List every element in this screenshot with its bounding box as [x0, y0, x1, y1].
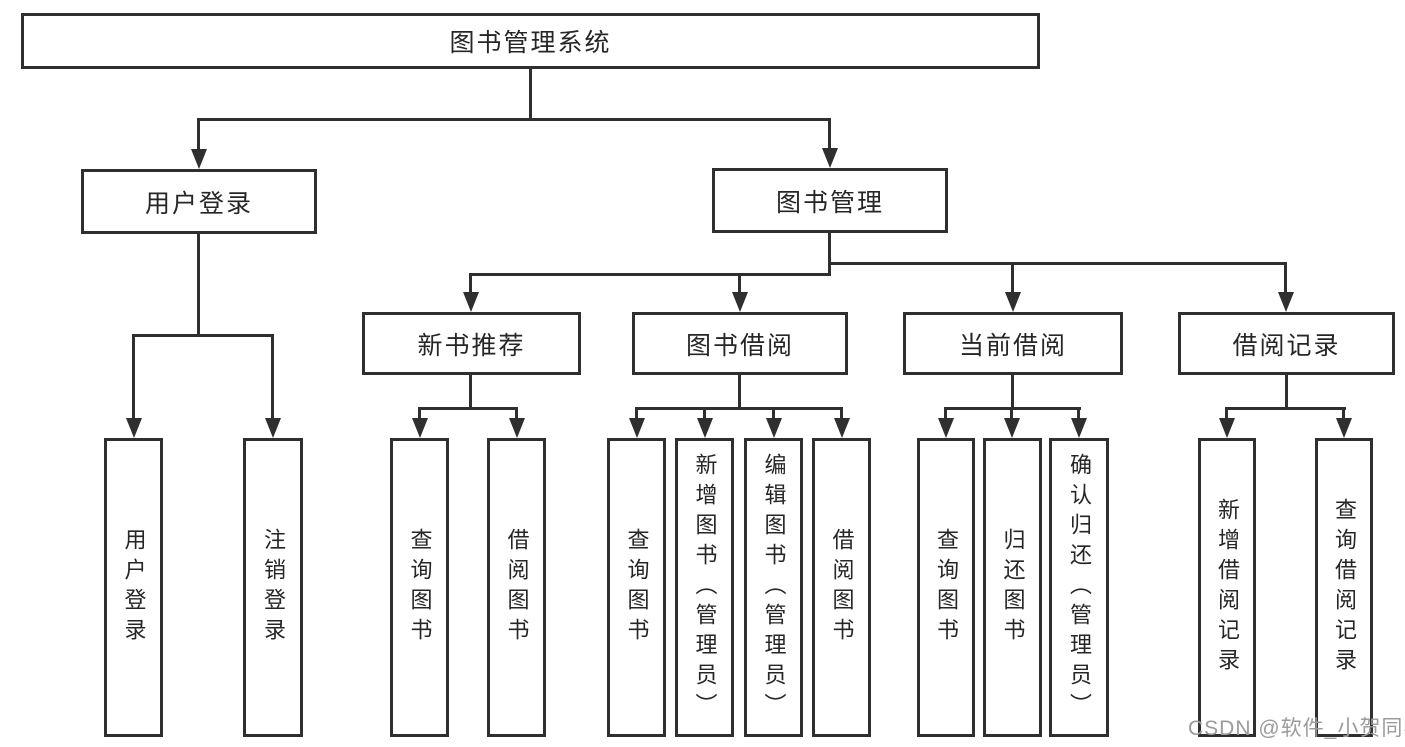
leaf-query-book-1: 查询图书: [390, 438, 449, 737]
node-book-borrow-label: 图书借阅: [685, 331, 794, 360]
leaf-borrow-book-1: 借阅图书: [487, 438, 546, 737]
arrow-down-icon: [834, 418, 850, 438]
connector-group-stem: [1011, 375, 1014, 410]
leaf-borrow-book-2: 借阅图书: [812, 438, 871, 737]
connector-group-stem: [738, 375, 741, 410]
node-borrow-record: 借阅记录: [1178, 312, 1395, 375]
connector-drop-leaf: [418, 407, 421, 418]
leaf-confirm-return-admin-label: 确认归还（管理员）: [1067, 452, 1092, 723]
leaf-borrow-book-1-label: 借阅图书: [504, 527, 530, 648]
connector-drop-book-mgmt: [828, 118, 831, 150]
connector-drop-new-book: [469, 273, 472, 293]
connector-group-stem: [1285, 375, 1288, 410]
arrow-down-icon: [1219, 418, 1235, 438]
connector-drop-book-borrow: [738, 273, 741, 293]
arrow-down-icon: [1278, 292, 1294, 312]
connector-group-span: [418, 407, 518, 410]
node-new-book-recommend: 新书推荐: [362, 312, 581, 375]
connector-drop-leaf: [772, 407, 775, 418]
connector-root-stem: [529, 69, 532, 121]
node-user-login: 用户登录: [81, 169, 317, 234]
leaf-query-book-2-label: 查询图书: [624, 527, 650, 648]
arrow-down-icon: [822, 148, 838, 168]
arrow-down-icon: [126, 418, 142, 438]
node-book-borrow: 图书借阅: [632, 312, 848, 375]
node-root-system: 图书管理系统: [21, 13, 1040, 69]
connector-drop-leaf: [944, 407, 947, 418]
node-user-login-label: 用户登录: [144, 189, 253, 218]
leaf-user-login-label: 用户登录: [121, 527, 147, 648]
arrow-down-icon: [191, 149, 207, 169]
leaf-edit-book-admin: 编辑图书（管理员）: [744, 438, 803, 737]
connector-user-login-stem: [197, 234, 200, 337]
leaf-logout: 注销登录: [243, 438, 303, 737]
node-book-management: 图书管理: [712, 168, 948, 233]
node-book-management-label: 图书管理: [775, 188, 884, 217]
leaf-query-borrow-record-label: 查询借阅记录: [1332, 497, 1357, 678]
leaf-logout-label: 注销登录: [261, 527, 286, 648]
connector-drop-leaf: [1010, 407, 1013, 418]
leaf-return-book-label: 归还图书: [1000, 527, 1026, 648]
node-borrow-record-label: 借阅记录: [1232, 331, 1341, 360]
arrow-down-icon: [629, 418, 645, 438]
connector-drop-current-borrow: [1011, 262, 1014, 293]
connector-book-mgmt-span-right: [828, 262, 1286, 265]
connector-root-span: [197, 118, 831, 121]
connector-drop-leaf: [840, 407, 843, 418]
node-new-book-recommend-label: 新书推荐: [417, 331, 526, 360]
connector-drop-leaf: [515, 407, 518, 418]
connector-drop-borrow-record: [1284, 262, 1287, 293]
leaf-add-borrow-record-label: 新增借阅记录: [1215, 497, 1240, 678]
connector-drop-leaf: [1225, 407, 1228, 418]
arrow-down-icon: [1005, 292, 1021, 312]
connector-book-mgmt-stem: [828, 233, 831, 276]
arrow-down-icon: [1004, 418, 1020, 438]
arrow-down-icon: [732, 292, 748, 312]
connector-drop-leaf: [271, 334, 274, 418]
leaf-add-borrow-record: 新增借阅记录: [1198, 438, 1256, 737]
leaf-borrow-book-2-label: 借阅图书: [829, 527, 855, 648]
arrow-down-icon: [697, 418, 713, 438]
connector-drop-leaf: [635, 407, 638, 418]
node-current-borrow: 当前借阅: [903, 312, 1123, 375]
arrow-down-icon: [509, 418, 525, 438]
leaf-add-book-admin-label: 新增图书（管理员）: [692, 452, 718, 723]
leaf-query-book-2: 查询图书: [607, 438, 666, 737]
connector-user-login-span: [132, 334, 274, 337]
leaf-confirm-return-admin: 确认归还（管理员）: [1049, 438, 1109, 737]
connector-drop-leaf: [703, 407, 706, 418]
leaf-return-book: 归还图书: [983, 438, 1042, 737]
arrow-down-icon: [265, 418, 281, 438]
arrow-down-icon: [766, 418, 782, 438]
node-root-label: 图书管理系统: [449, 29, 612, 57]
node-current-borrow-label: 当前借阅: [958, 331, 1067, 360]
arrow-down-icon: [1336, 418, 1352, 438]
connector-drop-user-login: [197, 118, 200, 150]
leaf-query-book-3-label: 查询图书: [934, 527, 959, 648]
arrow-down-icon: [463, 292, 479, 312]
connector-drop-leaf: [132, 334, 135, 418]
arrow-down-icon: [1071, 418, 1087, 438]
connector-group-stem: [469, 375, 472, 410]
leaf-user-login: 用户登录: [104, 438, 163, 737]
connector-group-span: [635, 407, 843, 410]
leaf-query-borrow-record: 查询借阅记录: [1315, 438, 1373, 737]
connector-book-mgmt-span-left: [470, 273, 830, 276]
connector-drop-leaf: [1077, 407, 1080, 418]
leaf-query-book-1-label: 查询图书: [407, 527, 433, 648]
leaf-query-book-3: 查询图书: [917, 438, 975, 737]
connector-drop-leaf: [1342, 407, 1345, 418]
csdn-watermark: CSDN @软件_小贺同学: [1188, 717, 1405, 740]
connector-group-span: [1225, 407, 1346, 410]
leaf-add-book-admin: 新增图书（管理员）: [675, 438, 734, 737]
arrow-down-icon: [938, 418, 954, 438]
leaf-edit-book-admin-label: 编辑图书（管理员）: [761, 452, 787, 723]
arrow-down-icon: [412, 418, 428, 438]
